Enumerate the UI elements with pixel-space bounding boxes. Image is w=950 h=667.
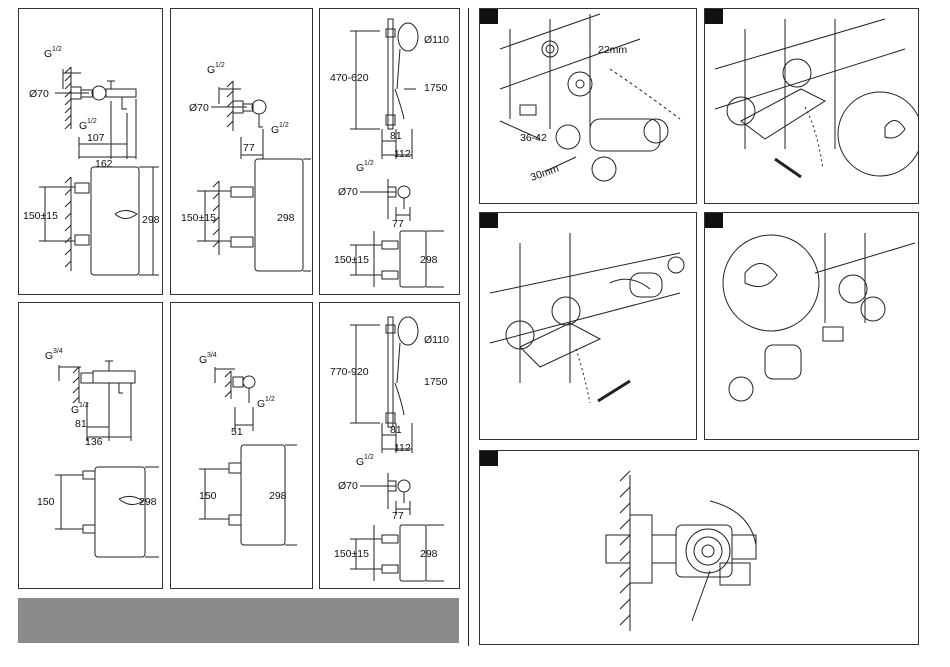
spacing-label: 150: [199, 490, 217, 502]
dimension-81: 81: [390, 130, 402, 142]
spacing-label: 150±15: [181, 212, 216, 224]
thread-mid-label: G: [257, 398, 265, 410]
thread-mid-label: G: [271, 124, 279, 136]
center-divider: [468, 8, 469, 646]
dimension-panel-bath-mixer-large: G 3/4 G 1/2 81 136 150 298: [18, 302, 163, 589]
height-label: 298: [420, 548, 438, 560]
dimension-77: 77: [392, 218, 404, 230]
thread-top-fraction: 3/4: [207, 352, 217, 359]
thread-mid-label: G: [79, 120, 87, 132]
bath-mixer-large-drawing: G 3/4 G 1/2 81 136 150 298: [19, 303, 163, 589]
shower-set-long-drawing: Ø110 770-920 1750 81 112 G 1/2 Ø70 77 15…: [320, 303, 460, 589]
thread-top-fraction: 1/2: [215, 62, 225, 69]
dimension-81: 81: [390, 424, 402, 436]
thread-fraction: 1/2: [364, 454, 374, 461]
dimension-77: 77: [243, 142, 255, 154]
thread-top-fraction: 3/4: [53, 348, 63, 355]
dimension-107: 107: [87, 132, 105, 144]
height-label: 298: [277, 212, 295, 224]
step-panel-cartridge: [704, 212, 919, 440]
shower-set-drawing: Ø110 470-620 1750 81 112 G 1/2 Ø70 77 15…: [320, 9, 460, 295]
height-label: 298: [142, 214, 160, 226]
bath-mixer-drawing: G 1/2 Ø70 G 1/2 107 162 150±15 298: [19, 9, 163, 295]
cartridge-drawing: [705, 213, 919, 440]
diameter-label: Ø70: [189, 102, 209, 114]
hose-length-label: 1750: [424, 82, 448, 94]
dimension-panel-shower-set-long: Ø110 770-920 1750 81 112 G 1/2 Ø70 77 15…: [319, 302, 460, 589]
diameter-label: Ø70: [338, 186, 358, 198]
thread-mid-fraction: 1/2: [79, 402, 89, 409]
spacing-label: 150: [37, 496, 55, 508]
thread-top-label: G: [44, 48, 52, 60]
diameter-label: Ø70: [29, 88, 49, 100]
dimension-panel-shower-mixer-large: G 3/4 G 1/2 51 150 298: [170, 302, 313, 589]
rail-length-label: 770-920: [330, 366, 369, 378]
dimension-51: 51: [231, 426, 243, 438]
thread-mid-fraction: 1/2: [87, 118, 97, 125]
thread-fraction: 1/2: [364, 160, 374, 167]
range-label: 36-42: [520, 132, 547, 144]
thread-label: G: [356, 162, 364, 174]
temperature-drawing: [480, 213, 697, 440]
wrench-size-30: 30mm: [529, 162, 561, 183]
diameter-label: Ø70: [338, 480, 358, 492]
thread-top-label: G: [45, 350, 53, 362]
spacing-label: 150±15: [334, 254, 369, 266]
shower-mixer-drawing: G 1/2 Ø70 77 G 1/2 150±15 298: [171, 9, 313, 295]
head-diameter-label: Ø110: [424, 334, 449, 346]
height-label: 298: [139, 496, 157, 508]
thread-mid-fraction: 1/2: [265, 396, 275, 403]
dimension-panel-bath-mixer: G 1/2 Ø70 G 1/2 107 162 150±15 298: [18, 8, 163, 295]
dimension-81: 81: [75, 418, 87, 430]
grey-footer-bar: [18, 598, 459, 643]
dimension-panel-shower-mixer: G 1/2 Ø70 77 G 1/2 150±15 298: [170, 8, 313, 295]
step-panel-temperature: [479, 212, 697, 440]
flush-check-drawing: [705, 9, 919, 204]
thread-mid-label: G: [71, 404, 79, 416]
step-panel-connection: 22mm 36-42 30mm: [479, 8, 697, 204]
shower-mixer-large-drawing: G 3/4 G 1/2 51 150 298: [171, 303, 313, 589]
hose-length-label: 1750: [424, 376, 448, 388]
step-panel-flush-check: [704, 8, 919, 204]
thread-top-fraction: 1/2: [52, 46, 62, 53]
dimension-112: 112: [394, 148, 411, 160]
height-label: 298: [420, 254, 438, 266]
thread-top-label: G: [199, 354, 207, 366]
height-label: 298: [269, 490, 287, 502]
connection-drawing: 22mm 36-42 30mm: [480, 9, 697, 204]
dimension-112: 112: [394, 442, 411, 454]
head-diameter-label: Ø110: [424, 34, 449, 46]
spacing-label: 150±15: [334, 548, 369, 560]
dimension-136: 136: [85, 436, 103, 448]
thread-label: G: [356, 456, 364, 468]
dimension-162: 162: [95, 158, 113, 170]
spacing-label: 150±15: [23, 210, 58, 222]
wrench-size-22: 22mm: [598, 44, 627, 56]
thread-mid-fraction: 1/2: [279, 122, 289, 129]
step-panel-filter: [479, 450, 919, 645]
dimension-panel-shower-set: Ø110 470-620 1750 81 112 G 1/2 Ø70 77 15…: [319, 8, 460, 295]
rail-length-label: 470-620: [330, 72, 369, 84]
thread-top-label: G: [207, 64, 215, 76]
dimension-77: 77: [392, 510, 404, 522]
filter-drawing: [480, 451, 919, 645]
